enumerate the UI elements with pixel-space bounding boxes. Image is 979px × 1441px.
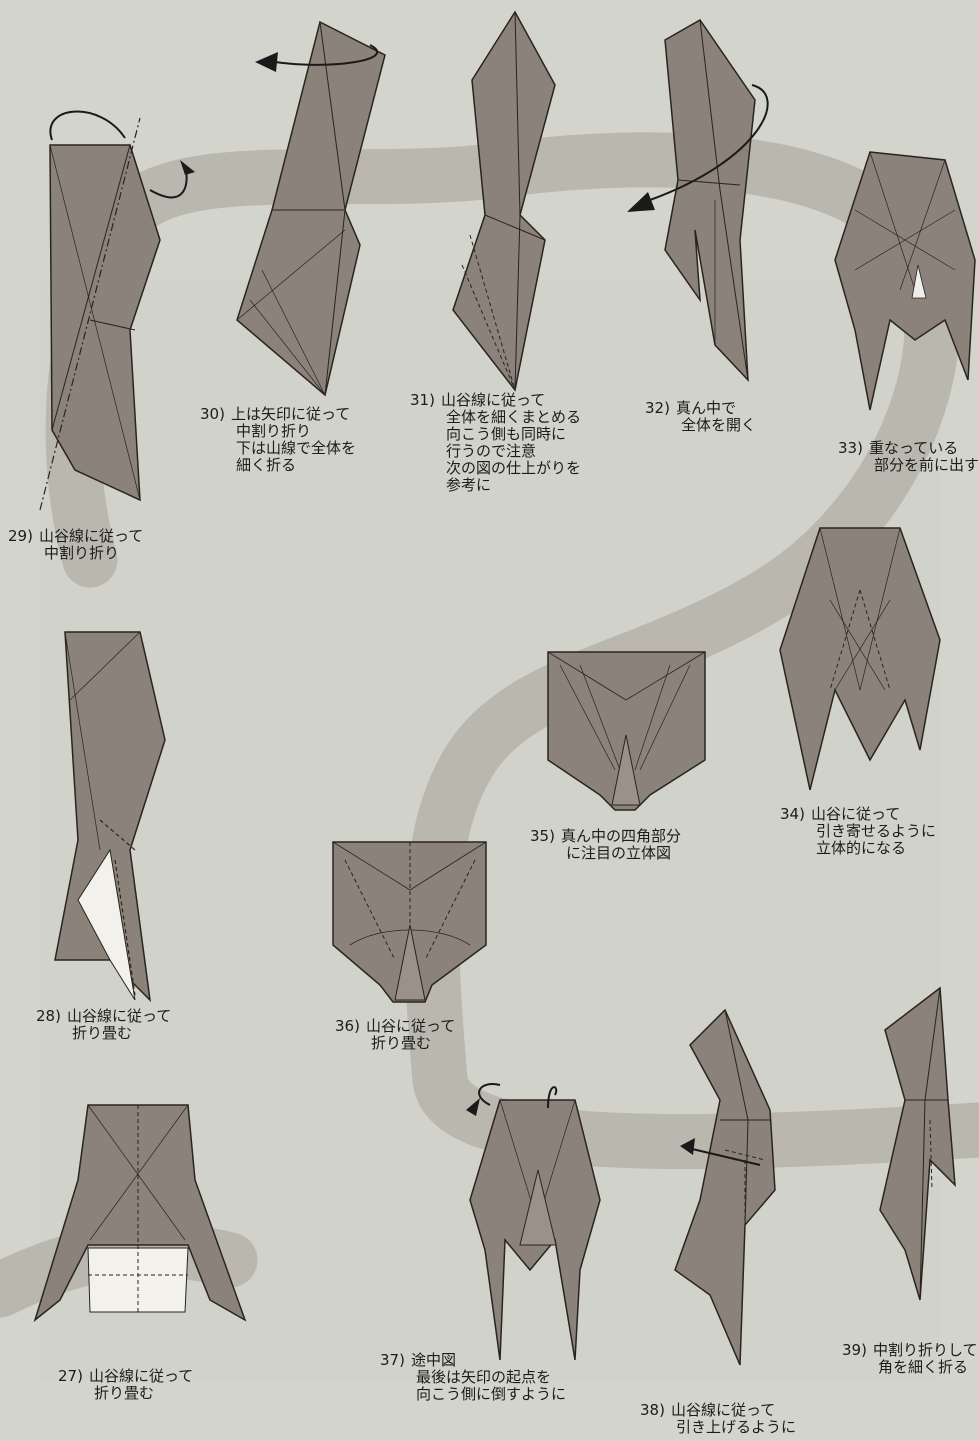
step-30-caption: 30)上は矢印に従って 中割り折り 下は山線で全体を 細く折る xyxy=(200,405,357,474)
step-37-caption: 37)途中図 最後は矢印の起点を 向こう側に倒すように xyxy=(380,1351,567,1403)
step-35-caption: 35)真ん中の四角部分 に注目の立体図 xyxy=(530,827,681,862)
step-34-caption: 34)山谷に従って 引き寄せるように 立体的になる xyxy=(780,805,937,857)
step-33-caption: 33)重なっている 部分を前に出す xyxy=(838,439,979,474)
step-27-caption: 27)山谷線に従って 折り畳む xyxy=(58,1367,194,1402)
step-32-caption: 32)真ん中で 全体を開く xyxy=(645,399,757,434)
step-39-caption: 39)中割り折りして 角を細く折る xyxy=(842,1341,978,1376)
step-36-caption: 36)山谷に従って 折り畳む xyxy=(335,1017,456,1052)
step-28-caption: 28)山谷線に従って 折り畳む xyxy=(36,1007,172,1042)
step-38-caption: 38)山谷線に従って 引き上げるように xyxy=(640,1401,797,1436)
step-31-caption: 31)山谷線に従って 全体を細くまとめる 向こう側も同時に 行うので注意 次の図… xyxy=(410,391,582,494)
step-29-caption: 29)山谷線に従って 中割り折り xyxy=(8,527,144,562)
